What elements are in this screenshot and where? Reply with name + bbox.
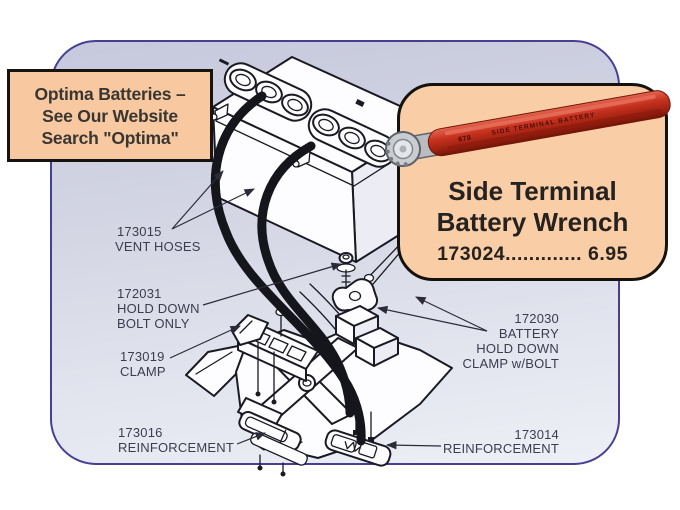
label-hold-down-bolt-part: 172031 [117,286,162,301]
wrench-handle-code: 678 [458,135,472,144]
wrench-card-title: Side Terminal Battery Wrench [400,176,665,238]
vent-hoses [210,91,366,446]
label-hold-down-bolt-name1: HOLD DOWN [117,301,200,316]
battery-illustration [210,56,438,263]
part-labels: 173015 VENT HOSES 172031 HOLD DOWN BOLT … [115,224,559,456]
wrench-image: 678 SIDE TERMINAL BATTERY [385,90,671,167]
clamp-assembly-left [231,307,319,429]
label-reinforcement-left-name: REINFORCEMENT [118,440,234,455]
battery-terminal-strip-2 [307,108,397,168]
leader-arrows [169,170,488,450]
reinforcement-left [238,411,308,477]
optima-note-line1: Optima Batteries – [34,83,186,104]
battery-terminal-strip [223,62,313,122]
label-battery-clamp-part: 172030 [514,311,559,326]
label-reinforcement-left-part: 173016 [118,425,163,440]
label-clamp-name: CLAMP [120,364,166,379]
label-battery-clamp-name3: CLAMP w/BOLT [462,356,559,371]
optima-note-box: Optima Batteries – See Our Website Searc… [7,69,213,162]
label-hold-down-bolt-name2: BOLT ONLY [117,316,190,331]
label-vent-hoses-name: VENT HOSES [115,239,201,254]
wrench-card-title-line1: Side Terminal [448,176,617,206]
label-reinforcement-right-part: 173014 [514,427,559,442]
reinforcement-right [324,409,392,467]
label-vent-hoses-part: 173015 [117,224,162,239]
wrench-card-price: 173024............. 6.95 [437,243,628,265]
optima-note-line3: Search "Optima" [41,127,179,148]
clamp-assembly-right [331,252,399,367]
optima-note-line2: See Our Website [42,105,178,126]
label-clamp-part: 173019 [120,349,165,364]
label-reinforcement-right-name: REINFORCEMENT [443,441,559,456]
label-battery-clamp-name1: BATTERY [499,326,559,341]
label-battery-clamp-name2: HOLD DOWN [476,341,559,356]
wrench-card-title-line2: Battery Wrench [436,207,629,237]
